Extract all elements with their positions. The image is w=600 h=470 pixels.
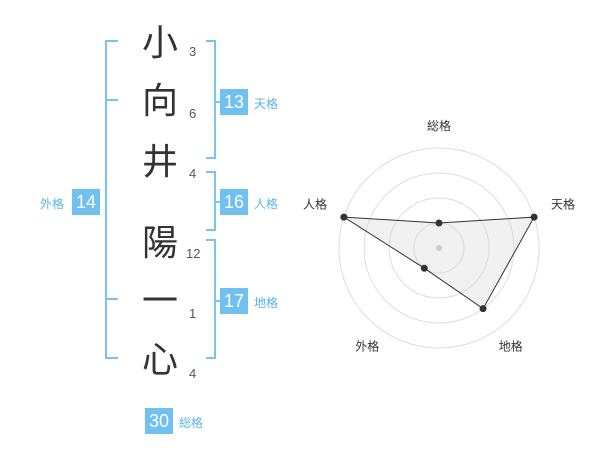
radar-ring-4: [338, 147, 540, 349]
radar-ring-2: [388, 197, 490, 299]
tenkaku-label: 天格: [254, 97, 279, 111]
gaikaku-label: 外格: [40, 197, 65, 211]
radar-rings: [338, 147, 540, 349]
radar-label-soukaku: 総格: [427, 118, 451, 133]
radar-point-3: [420, 264, 428, 272]
name-char-5: 一: [141, 281, 178, 322]
jinkaku-value: 16: [220, 189, 248, 215]
radar-label-gaikaku: 外格: [355, 339, 379, 354]
name-char-4: 陽: [141, 223, 178, 264]
stroke-count-5: 1: [189, 306, 197, 321]
radar-polygon: [343, 216, 535, 310]
radar-point-1: [530, 213, 538, 221]
radar-label-tenkaku: 天格: [551, 196, 575, 211]
jinkaku-label: 人格: [254, 197, 279, 211]
tenkaku-value: 13: [220, 89, 248, 115]
stroke-count-4: 12: [186, 246, 201, 261]
radar-point-0: [435, 219, 443, 227]
radar-center-point: [436, 245, 442, 251]
name-char-2: 向: [141, 81, 178, 122]
tenkaku-bracket: [206, 40, 216, 159]
soukaku-label: 総格: [179, 416, 204, 430]
stroke-count-6: 4: [189, 366, 197, 381]
radar-label-jinkaku: 人格: [303, 196, 327, 211]
radar-point-2: [479, 305, 487, 313]
radar-label-chikaku: 地格: [499, 339, 523, 354]
radar-ring-3: [363, 172, 515, 324]
soukaku-value: 30: [145, 408, 173, 434]
gaikaku-value: 14: [72, 189, 100, 215]
stroke-count-3: 4: [189, 166, 197, 181]
stroke-count-1: 3: [189, 44, 197, 59]
radar-point-4: [340, 213, 348, 221]
chikaku-value: 17: [220, 288, 248, 314]
chikaku-bracket: [206, 239, 216, 359]
name-char-6: 心: [141, 340, 178, 381]
stroke-count-2: 6: [189, 106, 197, 121]
name-char-1: 小: [141, 23, 178, 64]
name-char-3: 井: [141, 142, 178, 183]
chikaku-label: 地格: [254, 296, 279, 310]
radar-points: [340, 213, 538, 313]
gaikaku-bracket: [105, 40, 118, 359]
